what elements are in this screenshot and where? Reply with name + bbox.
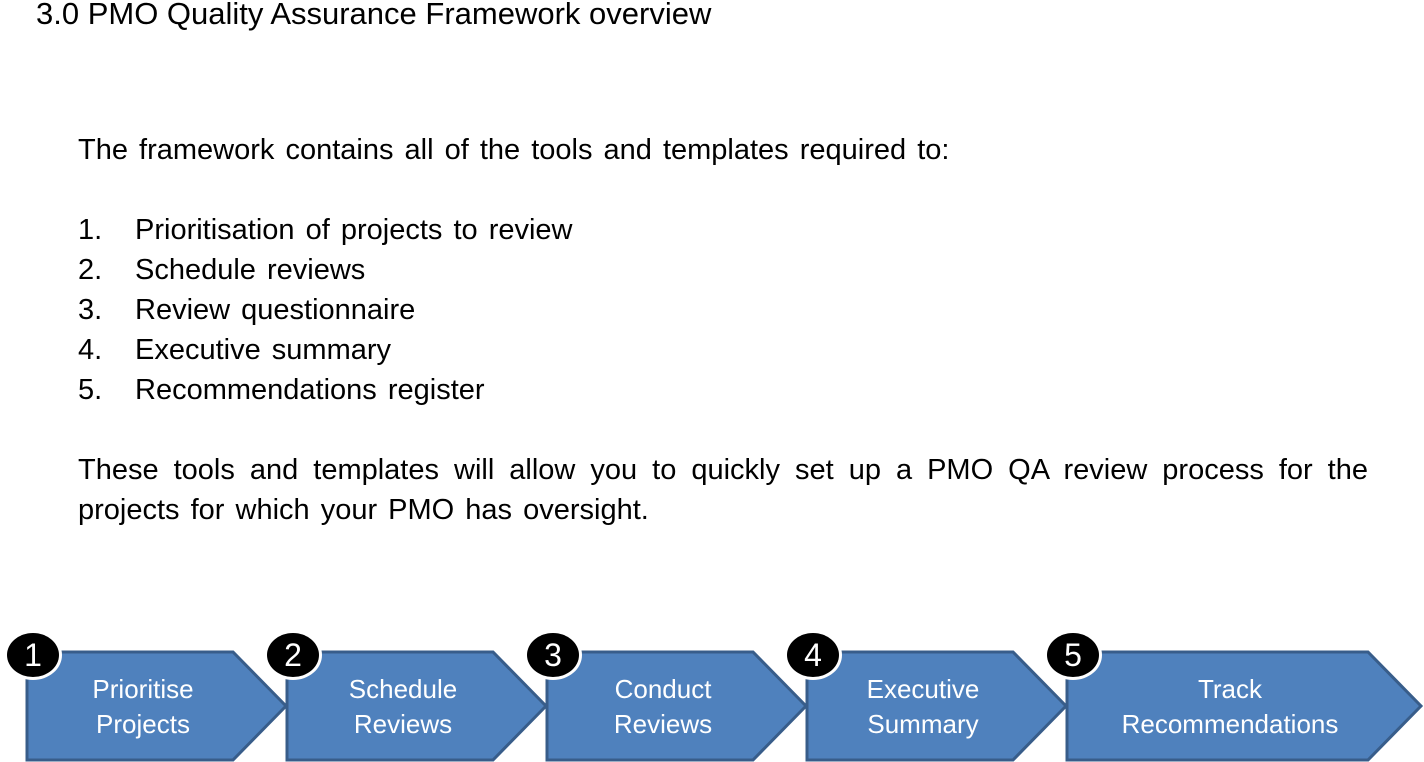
step-number-badge: 4: [784, 630, 842, 680]
step-arrow-3: [545, 650, 809, 762]
step-label-line: Reviews: [353, 709, 453, 739]
list-text: Review questionnaire: [135, 294, 416, 326]
list-item: 4. Executive summary: [78, 330, 573, 370]
list-number: 4.: [78, 334, 103, 366]
list-item: 3. Review questionnaire: [78, 290, 573, 330]
step-arrow-4: [805, 650, 1069, 762]
list-text: Prioritisation of projects to review: [135, 214, 573, 246]
step-label-line: Track: [1197, 674, 1263, 704]
step-arrow-1: [25, 650, 289, 762]
step-number-badge: 3: [524, 630, 582, 680]
list-number: 5.: [78, 374, 103, 406]
step-arrow-2: [285, 650, 549, 762]
list-text: Executive summary: [135, 334, 392, 366]
list-text: Schedule reviews: [135, 254, 366, 286]
step-arrow-5: [1065, 650, 1424, 762]
step-label-line: Summary: [867, 709, 979, 739]
list-number: 3.: [78, 294, 103, 326]
step-number-badge: 1: [4, 630, 62, 680]
step-label-line: Executive: [866, 674, 980, 704]
step-label-line: Reviews: [613, 709, 713, 739]
numbered-list: 1. Prioritisation of projects to review 2…: [78, 210, 573, 410]
intro-text: The framework contains all of the tools …: [78, 134, 950, 166]
step-label-line: Recommendations: [1121, 709, 1339, 739]
list-item: 2. Schedule reviews: [78, 250, 573, 290]
step-label-line: Projects: [96, 709, 190, 739]
step-label-line: Schedule: [348, 674, 458, 704]
step-number-badge: 2: [264, 630, 322, 680]
list-number: 2.: [78, 254, 103, 286]
outro-text: These tools and templates will allow you…: [78, 454, 1368, 526]
step-number-badge: 5: [1044, 630, 1102, 680]
list-item: 1. Prioritisation of projects to review: [78, 210, 573, 250]
list-number: 1.: [78, 214, 103, 246]
step-label-line: Conduct: [614, 674, 712, 704]
page-title: 3.0 PMO Quality Assurance Framework over…: [36, 0, 712, 31]
step-label-line: Prioritise: [92, 674, 194, 704]
list-item: 5. Recommendations register: [78, 370, 573, 410]
list-text: Recommendations register: [135, 374, 485, 406]
